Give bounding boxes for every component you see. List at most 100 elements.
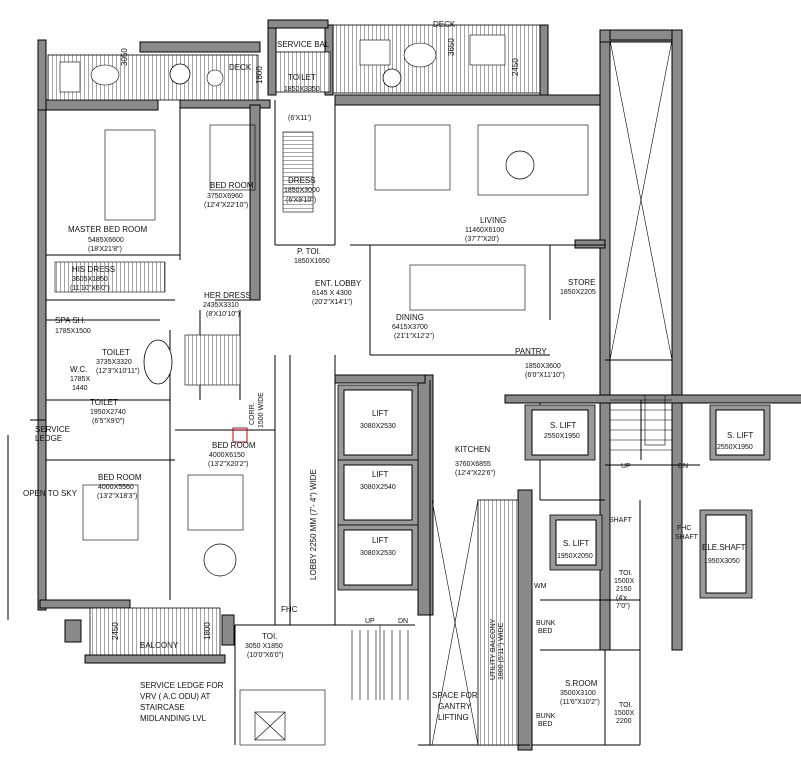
utility-size: 1800 (5'11") WIDE bbox=[498, 622, 505, 680]
toi-bottom-size: 3050 X1850 bbox=[245, 643, 283, 650]
toilet-mid-size: 3735X3320 bbox=[96, 359, 132, 366]
s-lift1-label: S. LIFT bbox=[550, 421, 576, 430]
lift1-size: 3080X2530 bbox=[360, 423, 396, 430]
dress-wardrobe bbox=[282, 131, 314, 213]
bedroom3-label: BED ROOM bbox=[212, 441, 256, 450]
dim-3050: 3050 bbox=[120, 48, 129, 66]
toi-right-ft2: 7'0") bbox=[616, 603, 630, 610]
vrv-ledge-label4: MIDLANDING LVL bbox=[140, 714, 207, 723]
lift3-label: LIFT bbox=[372, 536, 389, 545]
toilet-mid-label: TOILET bbox=[102, 348, 130, 357]
dress-size: 1850X3000 bbox=[284, 187, 320, 194]
her-dress-wardrobe bbox=[184, 334, 241, 386]
toilet-small-label: TOILET bbox=[90, 398, 118, 407]
ptoi-label: P. TOI. bbox=[297, 247, 321, 256]
dn-label-2: DN bbox=[678, 463, 688, 470]
s-lift3-size: 1950X2050 bbox=[557, 553, 593, 560]
kitchen-size: 3760X6855 bbox=[455, 461, 491, 468]
balcony-bottom bbox=[84, 607, 226, 664]
toi-right-ft: (4'x bbox=[616, 595, 628, 602]
bedroom1-ft: (12'4"X22'10") bbox=[204, 202, 248, 209]
lift2-size: 3080X2540 bbox=[360, 484, 396, 491]
gantry-label: SPACE FOR bbox=[432, 691, 478, 700]
lobby-wide-label: LOBBY 2250 MM (7'- 4") WIDE bbox=[309, 469, 318, 580]
master-bed-label: MASTER BED ROOM bbox=[68, 225, 147, 234]
lift1-label: LIFT bbox=[372, 409, 389, 418]
wc-size2: 1440 bbox=[72, 385, 88, 392]
his-dress-ft: (11'10"X6'0") bbox=[70, 285, 110, 292]
dim-1800-deck: 1800 bbox=[255, 66, 264, 84]
bedroom3-size: 4000X6150 bbox=[209, 452, 245, 459]
wm-label: WM bbox=[534, 583, 547, 590]
his-dress-wardrobe bbox=[54, 261, 166, 293]
right-structure bbox=[504, 29, 801, 466]
spa-size: 1785X1500 bbox=[55, 328, 91, 335]
vrv-ledge-label2: VRV ( A.C ODU) AT bbox=[140, 692, 210, 701]
dn-label-1: DN bbox=[398, 618, 408, 625]
balcony-label: BALCONY bbox=[140, 641, 179, 650]
bunk-bed1-label2: BED bbox=[538, 628, 552, 635]
kitchen-ft: (12'4"X22'6") bbox=[455, 470, 495, 477]
pantry-ft: (6'0"X11'10") bbox=[525, 372, 565, 379]
corr-label: CORR. bbox=[249, 402, 256, 425]
shaft-label: SHAFT bbox=[609, 517, 633, 524]
ent-lobby-size: 6145 X 4300 bbox=[312, 290, 352, 297]
utility-balcony-label: UTILITY BALCONY bbox=[490, 618, 497, 680]
his-dress-label: HIS DRESS bbox=[72, 265, 115, 274]
room-labels: TOILET 1850X3350 (6'X11') DRESS 1850X300… bbox=[23, 73, 753, 728]
up-label-2: UP bbox=[621, 463, 631, 470]
service-balcony bbox=[267, 19, 331, 96]
bedroom3-ft: (13'2"X20'2") bbox=[208, 461, 248, 468]
bedroom2-label: BED ROOM bbox=[98, 473, 142, 482]
service-ledge-label2: LEDGE bbox=[35, 434, 62, 443]
utility-balcony-area bbox=[477, 499, 519, 746]
vrv-ledge-label: SERVICE LEDGE FOR bbox=[140, 681, 224, 690]
toilet-small-size: 1950X2740 bbox=[90, 409, 126, 416]
dim-1800-bal: 1800 bbox=[203, 622, 212, 640]
toi-right-size2: 2150 bbox=[616, 586, 632, 593]
master-bed-ft: (18'X21'8") bbox=[88, 246, 122, 253]
store-size: 1850X2205 bbox=[560, 289, 596, 296]
staircase-bottom bbox=[351, 625, 409, 700]
ent-lobby-label: ENT. LOBBY bbox=[315, 279, 362, 288]
toi-right-label: TOI. bbox=[619, 570, 633, 577]
dining-label: DINING bbox=[396, 313, 424, 322]
dim-2450-bal: 2450 bbox=[111, 622, 120, 640]
ptoi-size: 1850X1650 bbox=[294, 258, 330, 265]
fhc-label: FHC bbox=[281, 605, 298, 614]
s-lift2-size: 2550X1950 bbox=[717, 444, 753, 451]
s-lift2-label: S. LIFT bbox=[727, 431, 753, 440]
lift-shafts bbox=[337, 384, 771, 599]
s-room-ft: (11'6"X10'2") bbox=[560, 699, 600, 706]
bunk-bed2-label2: BED bbox=[538, 721, 552, 728]
service-bal-label: SERVICE BAL bbox=[277, 40, 330, 49]
dining-ft: (21'1"X12'2") bbox=[394, 333, 434, 340]
kitchen-label: KITCHEN bbox=[455, 445, 490, 454]
toi-br-size2: 2200 bbox=[616, 718, 632, 725]
s-room-label: S.ROOM bbox=[565, 679, 598, 688]
toilet-top-ft: (6'X11') bbox=[288, 115, 311, 122]
toi-br-size: 1500X bbox=[614, 710, 635, 717]
ent-lobby-ft: (20'2"X14'1") bbox=[312, 299, 352, 306]
deck-left bbox=[47, 41, 261, 101]
her-dress-ft: (8'X10'10") bbox=[206, 311, 240, 318]
up-label-1: UP bbox=[365, 618, 375, 625]
gantry-label3: LIFTING bbox=[438, 713, 469, 722]
bedroom1-size: 3750X6960 bbox=[207, 193, 243, 200]
vrv-ledge bbox=[239, 689, 326, 746]
gantry-diag-2 bbox=[431, 499, 479, 746]
marker-box bbox=[232, 427, 248, 443]
interior-walls bbox=[7, 100, 641, 746]
s-lift3-label: S. LIFT bbox=[563, 539, 589, 548]
vrv-ledge-label3: STAIRCASE bbox=[140, 703, 185, 712]
furniture bbox=[82, 124, 589, 577]
toi-right-size: 1500X bbox=[614, 578, 635, 585]
lift2-label: LIFT bbox=[372, 470, 389, 479]
her-dress-size: 2435X3310 bbox=[203, 302, 239, 309]
gantry-label2: GANTRY bbox=[438, 702, 472, 711]
toi-bottom-ft: (10'0"X6'0") bbox=[247, 652, 283, 659]
deck-top-label: DECK bbox=[433, 20, 456, 29]
dress-ft: (6'X9'10") bbox=[286, 197, 316, 204]
bedroom2-size: 4000X5560 bbox=[98, 484, 134, 491]
